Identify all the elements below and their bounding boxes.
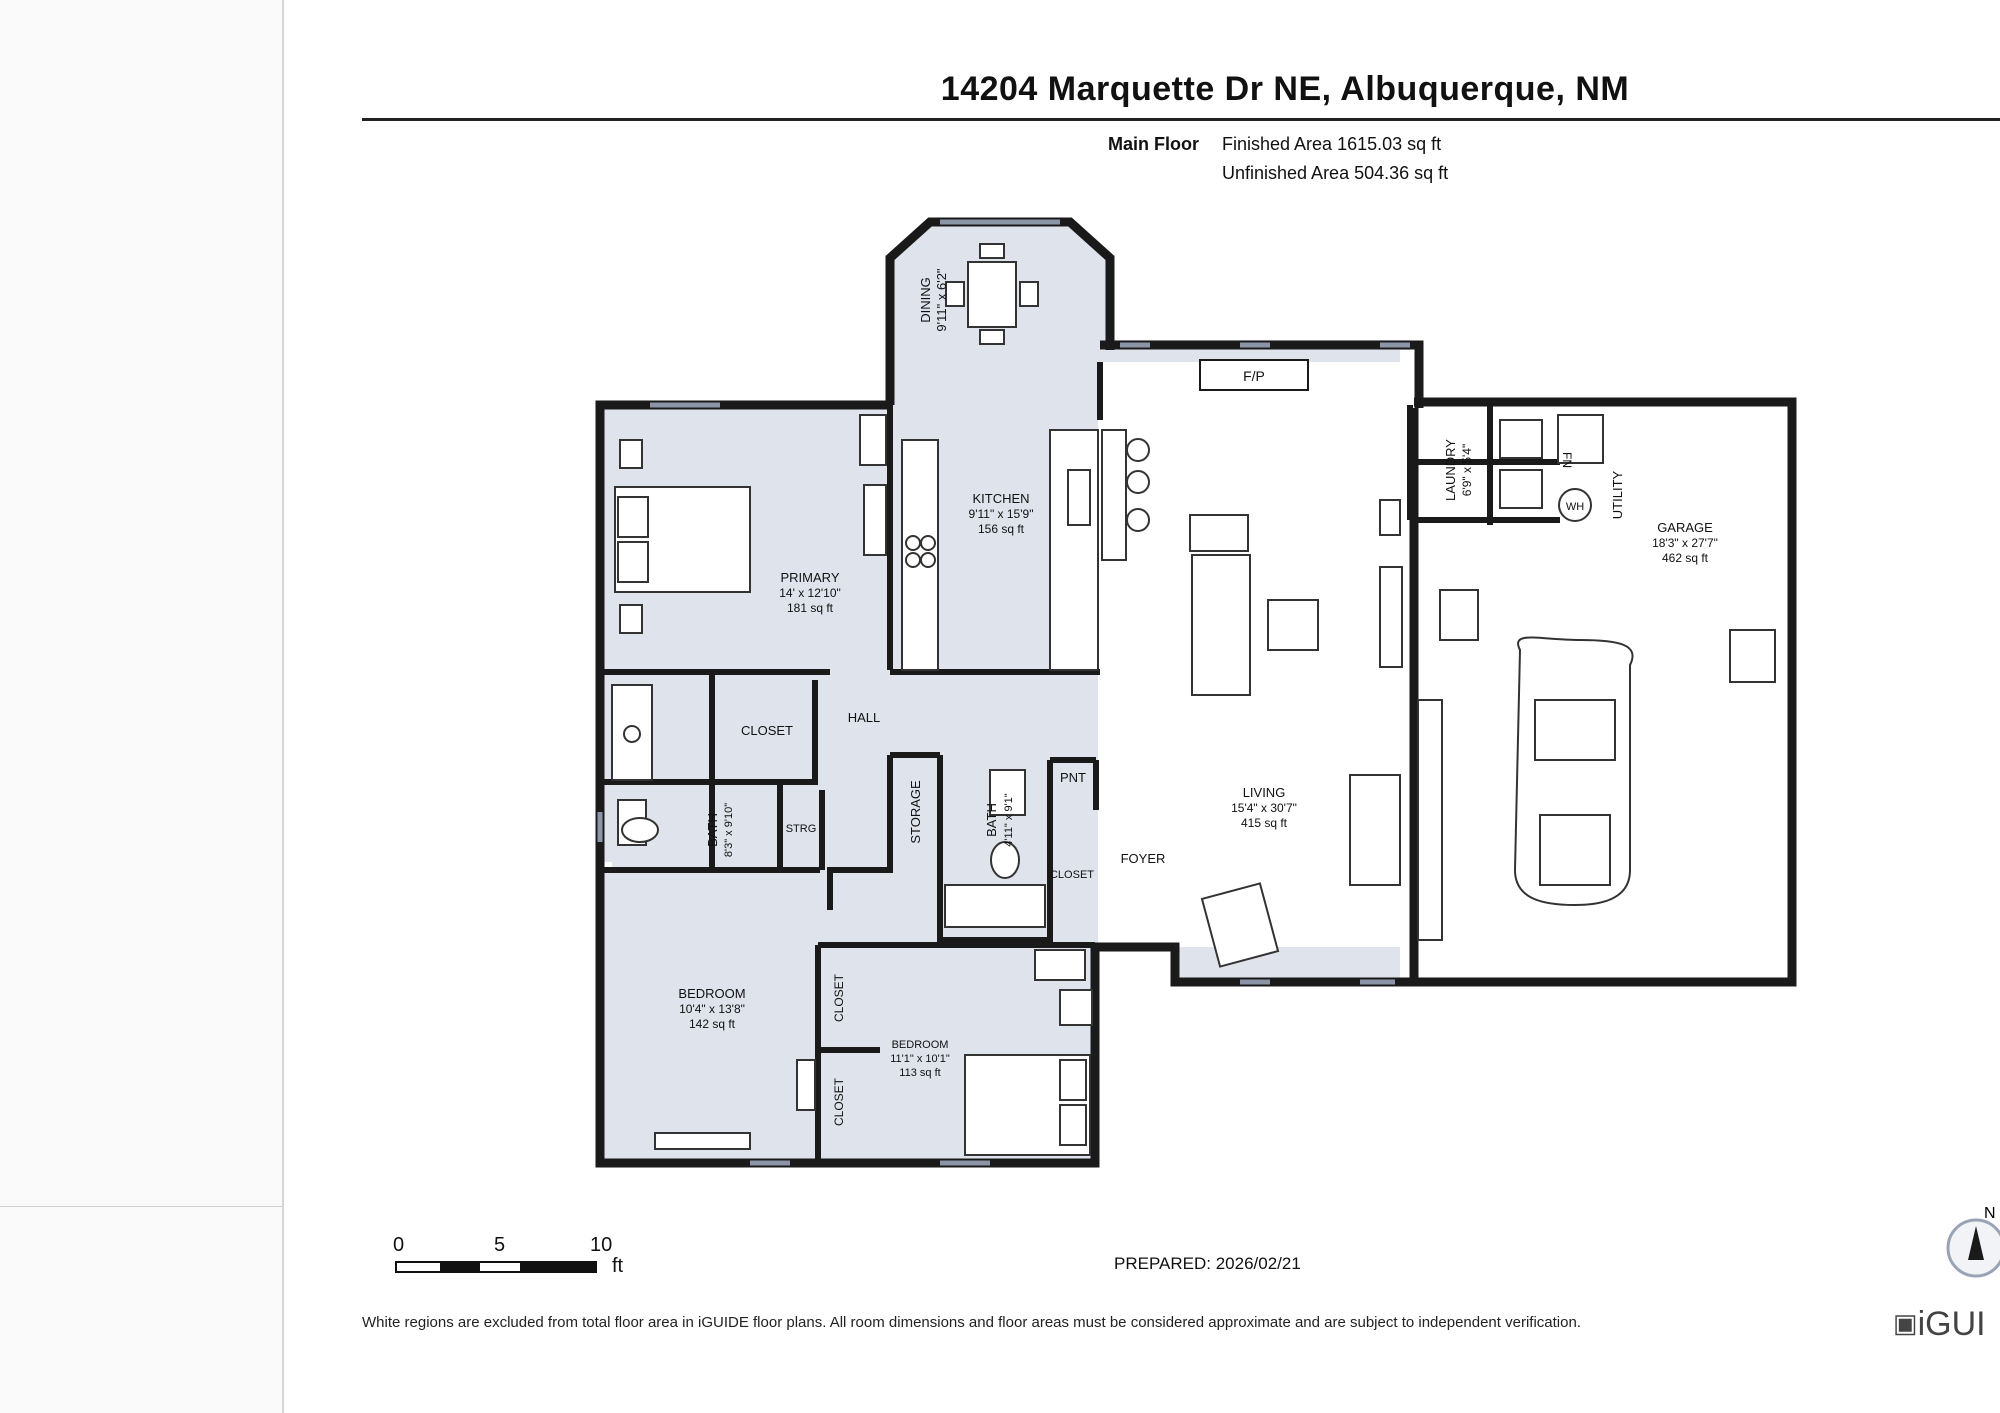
bedroom-left-area: 142 sq ft <box>689 1017 736 1031</box>
laundry-name: LAUNDRY <box>1443 439 1458 501</box>
foyer-label: FOYER <box>1121 851 1166 866</box>
primary-bed <box>614 414 887 634</box>
bath-fixtures <box>611 684 1046 928</box>
laundry-dims: 6'9" x 5'4" <box>1460 444 1474 496</box>
scale-tick-10: 10 <box>590 1234 613 1256</box>
dining-table <box>945 243 1039 345</box>
bedroom-left-name: BEDROOM <box>678 986 745 1001</box>
camera-icon: ▣ <box>1893 1308 1918 1338</box>
primary-dims: 14' x 12'10" <box>779 586 841 600</box>
unfinished-area: Unfinished Area 504.36 sq ft <box>1222 163 1449 183</box>
garage-name: GARAGE <box>1657 520 1713 535</box>
living-dims: 15'4" x 30'7" <box>1231 801 1297 815</box>
dining-dims: 9'11" x 6'2" <box>934 268 949 331</box>
closet-bedroom-top-label: CLOSET <box>832 973 846 1022</box>
interior-walls <box>600 362 1560 1166</box>
storage-label: STORAGE <box>908 780 923 844</box>
north-letter: N <box>1984 1205 1996 1222</box>
scale-bar <box>395 1261 597 1273</box>
kitchen-dims: 9'11" x 15'9" <box>969 507 1034 521</box>
bedroom-right-dims: 11'1" x 10'1" <box>890 1053 950 1065</box>
garage-area: 462 sq ft <box>1662 551 1709 565</box>
kitchen-area: 156 sq ft <box>978 522 1025 536</box>
prepared-date: PREPARED: 2026/02/21 <box>1114 1254 1301 1273</box>
primary-area: 181 sq ft <box>787 601 834 615</box>
north-arrow-icon <box>1968 1226 1984 1260</box>
property-address-title: 14204 Marquette Dr NE, Albuquerque, NM <box>940 70 1630 108</box>
closet-hall-label: CLOSET <box>1050 869 1094 881</box>
north-compass: N <box>1946 1205 2000 1278</box>
scale-tick-0: 0 <box>393 1234 405 1256</box>
bath-primary-name: BATH <box>705 813 720 847</box>
title-rule <box>362 118 2000 121</box>
bedroom-left-dims: 10'4" x 13'8" <box>679 1002 745 1016</box>
water-heater-label: WH <box>1566 501 1584 513</box>
garage-dims: 18'3" x 27'7" <box>1652 536 1718 550</box>
bath-hall-name: BATH <box>984 803 999 837</box>
fireplace <box>1199 359 1309 391</box>
scale-tick-5: 5 <box>494 1234 506 1256</box>
living-name: LIVING <box>1243 785 1286 800</box>
scale-unit: ft <box>612 1255 624 1277</box>
closet-primary-label: CLOSET <box>741 723 793 738</box>
living-furniture <box>1189 499 1403 968</box>
margin-divider <box>0 1206 282 1207</box>
disclaimer-text: White regions are excluded from total fl… <box>362 1314 1581 1331</box>
hall-label: HALL <box>848 710 881 725</box>
kitchen-counters <box>901 429 1150 671</box>
fireplace-label: F/P <box>1243 368 1265 384</box>
strg-label: STRG <box>786 823 817 835</box>
utility-label: UTILITY <box>1610 470 1625 519</box>
garage-car <box>1417 589 1776 941</box>
left-margin-strip <box>0 0 284 1413</box>
bedroom-right-area: 113 sq ft <box>899 1067 940 1079</box>
windows <box>597 219 1410 1166</box>
floor-name: Main Floor <box>1108 134 1199 154</box>
bedroom-right-name: BEDROOM <box>892 1039 949 1051</box>
finished-area: Finished Area 1615.03 sq ft <box>1222 134 1442 154</box>
bath-primary-dims: 8'3" x 9'10" <box>723 803 735 857</box>
furnace-label: FN <box>1560 452 1574 468</box>
primary-name: PRIMARY <box>781 570 840 585</box>
kitchen-name: KITCHEN <box>972 491 1029 506</box>
brand-text: iGUI <box>1917 1305 1986 1343</box>
dining-name: DINING <box>918 277 933 323</box>
living-area: 415 sq ft <box>1241 816 1288 830</box>
pantry-label: PNT <box>1060 770 1086 785</box>
bath-hall-dims: 4'11" x 9'1" <box>1003 793 1015 846</box>
laundry-appliances <box>1499 414 1604 522</box>
brand-logo: ▣iGUI <box>1893 1305 1986 1344</box>
closet-bedroom-bottom-label: CLOSET <box>832 1077 846 1126</box>
bedroom-beds <box>654 949 1093 1156</box>
